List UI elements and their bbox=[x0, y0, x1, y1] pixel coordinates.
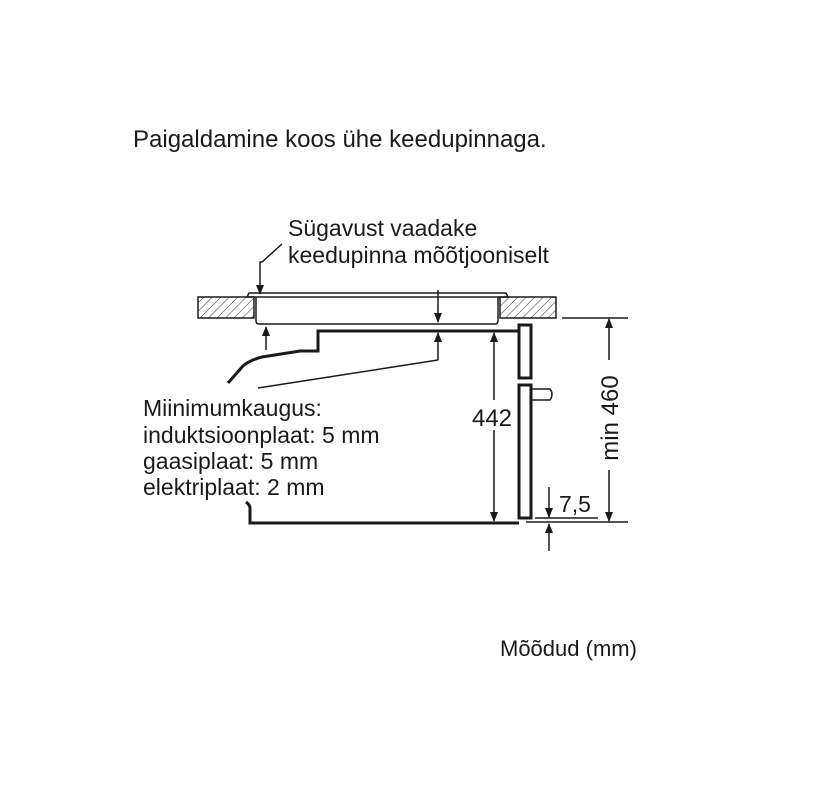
min-distance-heading: Miinimumkaugus: bbox=[143, 395, 322, 421]
hob-top-plate bbox=[245, 292, 510, 298]
oven-door-lower bbox=[517, 383, 533, 520]
dim-442-bg bbox=[468, 400, 516, 430]
dim-442-label: 442 bbox=[472, 405, 512, 432]
units-label: Mõõdud (mm) bbox=[500, 636, 637, 661]
depth-note-line1: Sügavust vaadake bbox=[288, 215, 477, 241]
depth-leader-arrow bbox=[256, 243, 283, 295]
countertop-left bbox=[197, 296, 255, 319]
oven-bottom-outline bbox=[245, 500, 519, 525]
clearance-leader bbox=[257, 359, 439, 389]
min-distance-induction: induktsioonplaat: 5 mm bbox=[143, 422, 380, 448]
oven-door-upper bbox=[517, 323, 533, 380]
min-distance-electric: elektriplaat: 2 mm bbox=[143, 474, 325, 500]
min-distance-gas: gaasiplaat: 5 mm bbox=[143, 448, 318, 474]
depth-note-line2: keedupinna mõõtjooniselt bbox=[288, 242, 549, 268]
dim-460-label: min 460 bbox=[597, 375, 624, 460]
hob-body bbox=[255, 297, 499, 325]
page-title: Paigaldamine koos ühe keedupinnaga. bbox=[133, 126, 547, 153]
oven-knob-icon bbox=[531, 388, 553, 401]
oven-top-outline bbox=[226, 329, 518, 384]
countertop-right bbox=[499, 296, 557, 319]
dim-7-5-label: 7,5 bbox=[559, 491, 591, 517]
